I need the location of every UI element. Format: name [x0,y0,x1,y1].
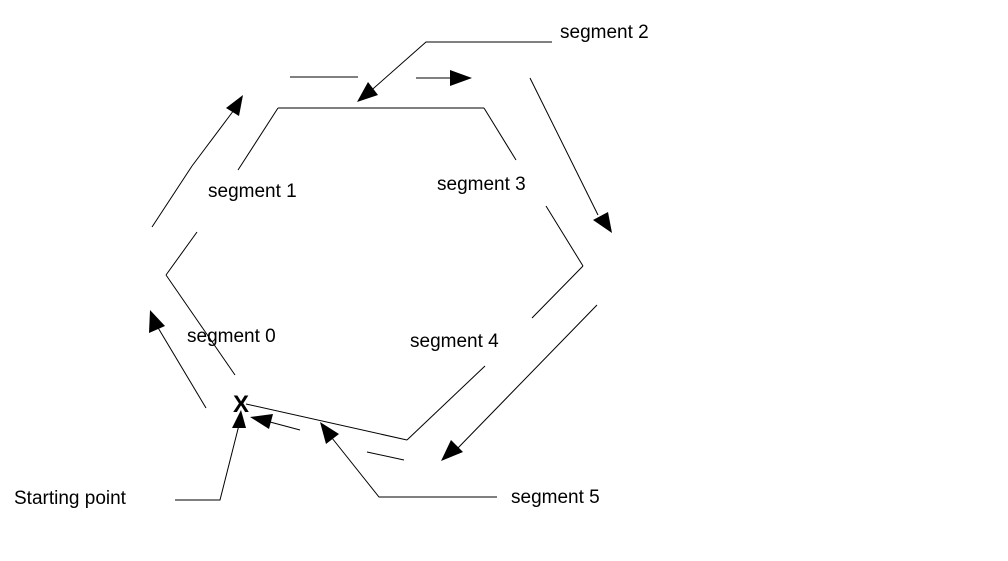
arrow-segment-3 [529,77,612,233]
segment-5-label: segment 5 [511,487,600,508]
segment-4-label: segment 4 [410,331,499,352]
segment-3-label: segment 3 [437,174,526,195]
outline-edge-3a [483,107,517,161]
arrow-segment-1 [151,95,243,228]
arrow-segment-5 [250,414,405,461]
outline-edge-5 [245,403,408,441]
outline-edge-1a [165,231,198,276]
starting-point-marker: X [233,391,249,418]
starting-point-label: Starting point [14,488,127,509]
outline-edge-0 [165,274,236,376]
segment-5-leader [320,422,497,498]
arrow-segment-4 [441,304,598,461]
arrow-segment-2 [290,70,472,86]
segment-2-leader [357,41,552,102]
outline-edge-3b [545,205,584,267]
path-outline [165,107,584,441]
segment-0-label: segment 0 [187,326,276,347]
direction-arrows [149,70,612,461]
segment-1-label: segment 1 [208,181,297,202]
outline-edge-4b [406,365,486,441]
outline-edge-1b [237,107,279,171]
arrow-segment-0 [149,310,207,409]
outline-edge-4a [531,265,584,319]
segment-2-label: segment 2 [560,22,649,43]
starting-point-leader [175,410,246,501]
callout-leaders [175,41,552,501]
